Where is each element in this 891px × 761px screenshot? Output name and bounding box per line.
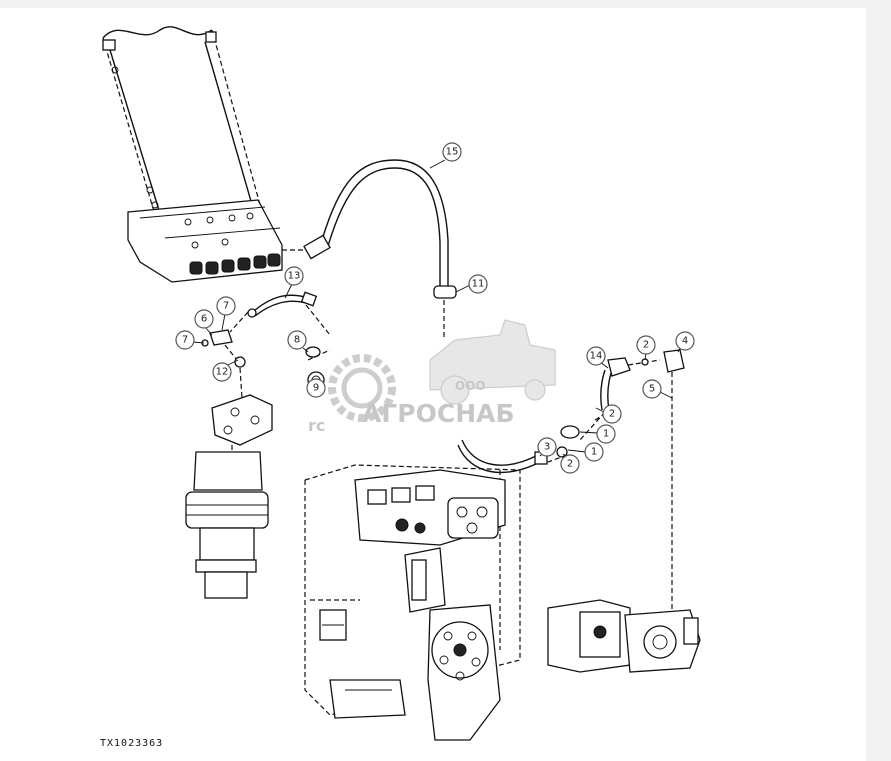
svg-text:2: 2 bbox=[609, 409, 615, 420]
callout-2-middle: 2 bbox=[595, 404, 622, 424]
svg-text:3: 3 bbox=[544, 442, 550, 453]
callout-4: 4 bbox=[675, 331, 695, 353]
hose-14 bbox=[600, 357, 661, 411]
pump-motor-right bbox=[547, 599, 701, 673]
svg-text:11: 11 bbox=[472, 279, 485, 290]
callout-6: 6 bbox=[194, 309, 214, 336]
svg-text:7: 7 bbox=[182, 335, 188, 346]
svg-text:7: 7 bbox=[223, 301, 229, 312]
svg-text:1: 1 bbox=[603, 429, 609, 440]
callout-13: 13 bbox=[284, 266, 304, 299]
watermark-fragment: rc bbox=[308, 416, 325, 435]
svg-text:9: 9 bbox=[313, 383, 319, 394]
elbow-fitting-4 bbox=[663, 349, 685, 610]
svg-text:6: 6 bbox=[201, 314, 207, 325]
svg-text:14: 14 bbox=[590, 351, 603, 362]
callout-12: 12 bbox=[212, 359, 239, 382]
callout-1-lower: 1 bbox=[567, 442, 604, 462]
callout-15: 15 bbox=[429, 142, 462, 169]
figure-id-label: TX1023363 bbox=[100, 738, 164, 749]
svg-text:1: 1 bbox=[591, 447, 597, 458]
svg-text:8: 8 bbox=[294, 335, 300, 346]
callout-2-lower: 2 bbox=[560, 453, 580, 474]
callout-5: 5 bbox=[642, 379, 673, 399]
control-valve-bank bbox=[127, 199, 305, 283]
callout-14: 14 bbox=[586, 346, 609, 369]
main-control-valve bbox=[354, 469, 506, 613]
callout-8: 8 bbox=[287, 330, 309, 353]
swing-bearing-plate bbox=[329, 604, 501, 741]
hose-clamp-11 bbox=[433, 285, 457, 299]
callout-7-lower: 7 bbox=[175, 330, 205, 350]
callout-9: 9 bbox=[306, 378, 326, 398]
callout-3: 3 bbox=[537, 437, 557, 457]
svg-text:13: 13 bbox=[288, 271, 301, 282]
return-hose bbox=[457, 439, 548, 474]
svg-text:12: 12 bbox=[216, 367, 229, 378]
boom-arm bbox=[102, 26, 263, 233]
hose-15 bbox=[303, 159, 449, 340]
agrosnab-watermark-logo: ООО АГРОСНАБ rc bbox=[308, 319, 556, 435]
callout-11: 11 bbox=[455, 274, 488, 294]
watermark-company-name: АГРОСНАБ bbox=[362, 399, 515, 428]
callout-7-upper: 7 bbox=[216, 296, 236, 331]
svg-text:15: 15 bbox=[446, 147, 459, 158]
callout-1-upper: 1 bbox=[579, 424, 616, 444]
hose-13 bbox=[247, 291, 331, 336]
svg-text:2: 2 bbox=[567, 459, 573, 470]
swing-motor-assembly bbox=[185, 394, 273, 599]
svg-text:2: 2 bbox=[643, 340, 649, 351]
callouts: 15 13 11 7 6 7 12 8 9 bbox=[175, 142, 695, 474]
svg-text:5: 5 bbox=[649, 384, 655, 395]
watermark-prefix: ООО bbox=[455, 379, 486, 393]
svg-text:4: 4 bbox=[682, 336, 688, 347]
callout-2-upper: 2 bbox=[636, 335, 656, 361]
